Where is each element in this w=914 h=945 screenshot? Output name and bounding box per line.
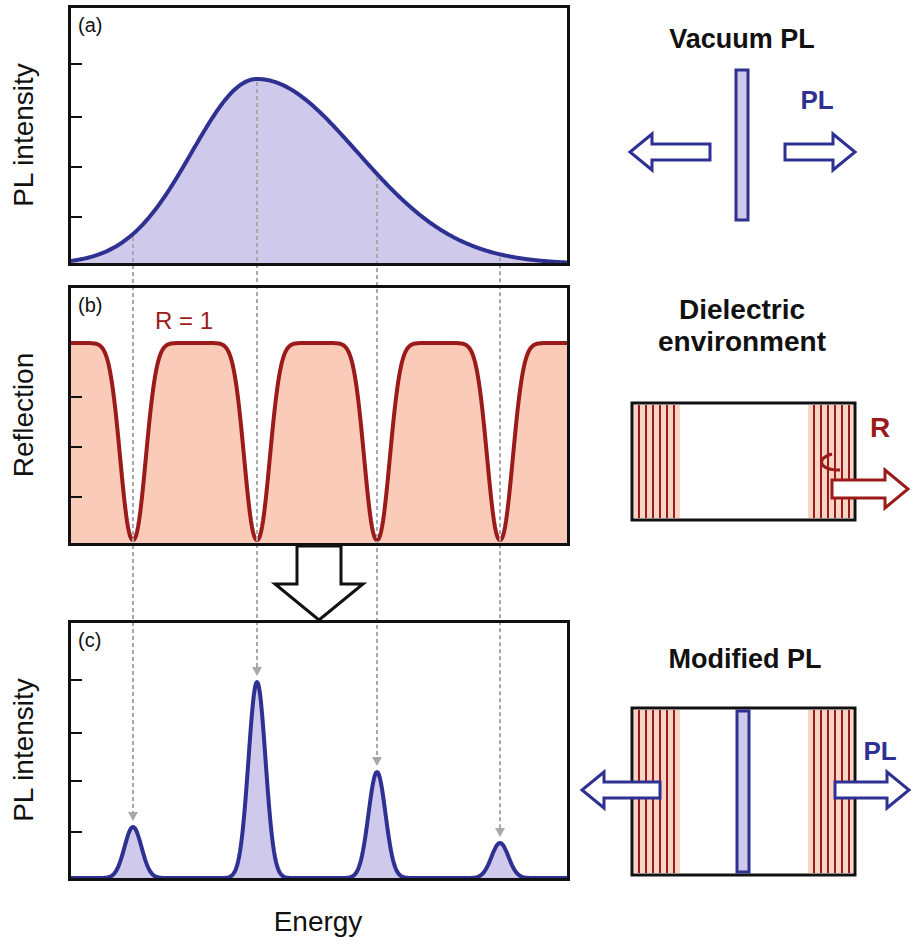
panel-letter: (c) xyxy=(78,629,101,651)
plot-panel: (c) xyxy=(68,620,570,881)
cavity-box xyxy=(632,708,855,875)
schematic-title: Dielectric environment xyxy=(617,294,867,358)
reflection-label: R xyxy=(870,412,890,444)
panel-letter: (b) xyxy=(78,294,102,316)
reflection-curl xyxy=(822,454,840,470)
plot-panel: (b) R = 1 xyxy=(68,285,570,546)
cavity-emitter-schematic xyxy=(582,708,909,875)
axis-title: PL intensity xyxy=(8,678,40,822)
modified-pl-curve xyxy=(71,682,567,878)
cavity-box xyxy=(632,403,855,520)
emission-label: PL xyxy=(800,86,833,116)
guide-arrowhead xyxy=(128,812,138,821)
pl-spectrum-curve xyxy=(71,79,567,262)
guide-arrowhead xyxy=(495,828,505,837)
plot-curves xyxy=(70,64,567,878)
axis-tick xyxy=(70,216,82,218)
axis-title: Reflection xyxy=(8,353,40,478)
panel-letter: (a) xyxy=(78,14,102,36)
mirror xyxy=(808,405,853,518)
axis-title: PL intensity xyxy=(8,63,40,207)
guide-line xyxy=(256,82,258,668)
axis-tick xyxy=(70,732,82,734)
curve-label: R = 1 xyxy=(155,308,213,334)
pl-spectrum-curve-fill xyxy=(71,79,567,264)
block-arrow xyxy=(275,546,363,620)
guide-arrowhead xyxy=(252,667,262,676)
axis-tick xyxy=(70,63,82,65)
axis-tick xyxy=(70,396,82,398)
plot-panel: (a) xyxy=(68,5,570,266)
reflection-curve-fill xyxy=(71,343,567,544)
emission-arrow xyxy=(835,772,909,808)
axis-tick xyxy=(70,116,82,118)
emitter-layer xyxy=(737,711,749,872)
modified-pl-curve-fill xyxy=(71,682,567,878)
cavity-schematic xyxy=(632,403,908,520)
axis-tick xyxy=(70,831,82,833)
reflection-curve xyxy=(71,343,567,540)
axis-tick xyxy=(70,446,82,448)
emission-arrow xyxy=(582,772,660,808)
guide-arrowhead xyxy=(372,757,382,766)
axis-tick xyxy=(70,496,82,498)
guide-line xyxy=(132,237,134,813)
emitter-layer xyxy=(736,70,748,220)
axis-title: Energy xyxy=(274,906,363,938)
reflection-arrow xyxy=(832,470,908,508)
axis-tick xyxy=(70,780,82,782)
schematic-title: Vacuum PL xyxy=(669,24,815,55)
schematic-title: Modified PL xyxy=(669,644,822,675)
emission-label: PL xyxy=(863,737,896,767)
emission-arrow xyxy=(785,134,855,170)
emission-arrow xyxy=(630,134,710,170)
axis-tick xyxy=(70,166,82,168)
axis-tick xyxy=(70,679,82,681)
vacuum-schematic xyxy=(630,70,855,220)
mirror xyxy=(634,405,680,518)
